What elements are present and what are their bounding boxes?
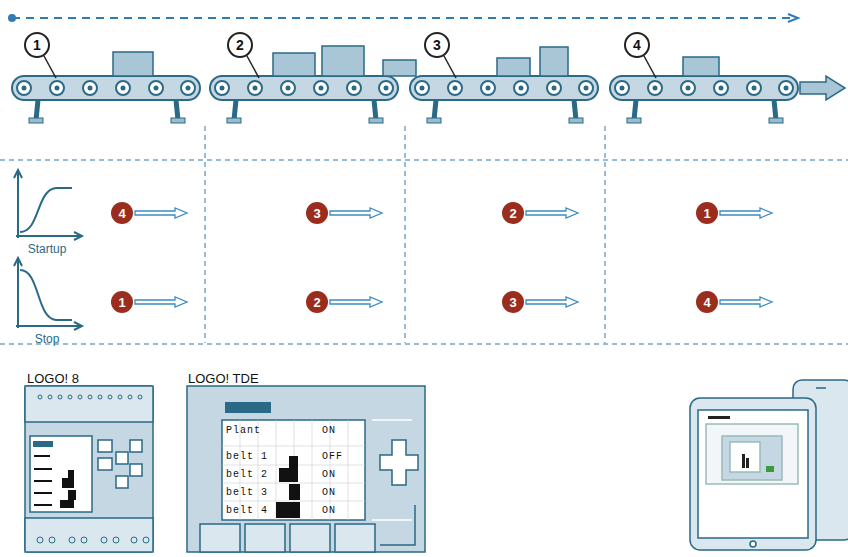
callout-number: 4 — [703, 296, 710, 309]
screen-text: Plant — [226, 426, 261, 436]
sequence-circle: 3 — [306, 202, 328, 224]
screen-text: ON — [322, 426, 336, 436]
callout-circle: 3 — [424, 32, 450, 58]
sequence-circle: 1 — [696, 202, 718, 224]
sequence-circle: 2 — [502, 202, 524, 224]
screen-text: OFF — [322, 452, 343, 462]
curve-caption: Stop — [35, 333, 60, 345]
sequence-circle: 4 — [696, 291, 718, 313]
sequence-circle: 3 — [502, 291, 524, 313]
callout-number: 3 — [433, 38, 441, 52]
callout-number: 1 — [703, 207, 710, 220]
screen-text: belt 4 — [226, 506, 268, 516]
screen-text: ON — [322, 506, 336, 516]
screen-text: ON — [322, 488, 336, 498]
screen-text: ON — [322, 470, 336, 480]
sequence-circle: 4 — [111, 202, 133, 224]
callout-number: 1 — [33, 38, 41, 52]
sequence-circle: 2 — [306, 291, 328, 313]
callout-circle: 4 — [624, 32, 650, 58]
callout-number: 3 — [509, 296, 516, 309]
callout-circle: 1 — [24, 32, 50, 58]
screen-text: belt 1 — [226, 452, 268, 462]
callout-number: 2 — [509, 207, 516, 220]
device-name: LOGO! TDE — [188, 372, 259, 385]
curve-caption: Startup — [28, 243, 67, 255]
callout-number: 4 — [118, 207, 125, 220]
screen-text: belt 2 — [226, 470, 268, 480]
callout-number: 1 — [118, 296, 125, 309]
callout-number: 4 — [633, 38, 641, 52]
callout-number: 3 — [313, 207, 320, 220]
screen-text: belt 3 — [226, 488, 268, 498]
callout-number: 2 — [236, 38, 244, 52]
callout-circle: 2 — [227, 32, 253, 58]
device-name: LOGO! 8 — [27, 372, 79, 385]
callout-number: 2 — [313, 296, 320, 309]
sequence-circle: 1 — [111, 291, 133, 313]
